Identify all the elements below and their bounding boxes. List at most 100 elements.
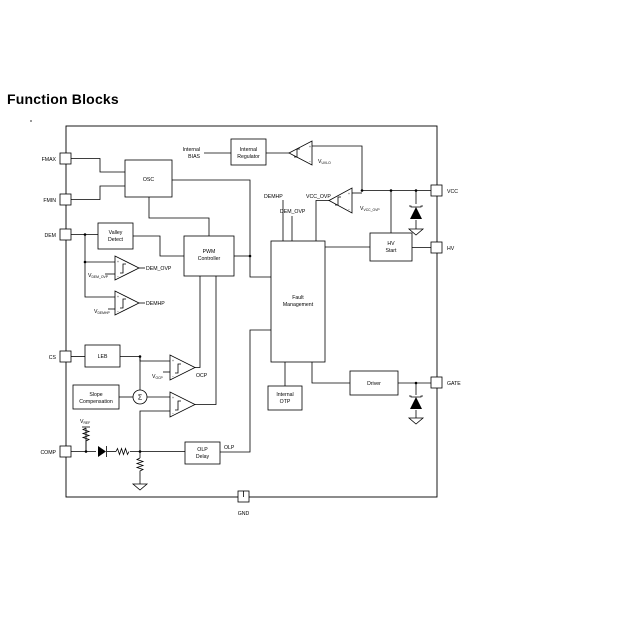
- pin-dem-box: [59, 228, 72, 241]
- dem-ovp-comparator: + −: [114, 255, 140, 281]
- pin-fmin-box: [59, 193, 72, 206]
- driver-label: Driver: [367, 381, 381, 387]
- junctions: [83, 189, 418, 453]
- svg-text:VUVLO: VUVLO: [318, 159, 331, 165]
- pin-dem-label: DEM: [44, 233, 56, 239]
- svg-text:−: −: [172, 375, 174, 379]
- pin-fmax-box: [59, 152, 72, 165]
- svg-text:VOCP: VOCP: [152, 374, 164, 380]
- vcc-ovp-signal: VCC_OVP: [306, 194, 331, 200]
- vref-ref: VREF: [80, 419, 90, 425]
- svg-text:+: +: [117, 260, 119, 264]
- demhp-comparator: + −: [114, 290, 140, 316]
- internal-bias-line2: BIAS: [188, 154, 200, 160]
- internal-regulator-line1: Internal: [240, 147, 257, 153]
- pwm-controller-line1: PWM: [203, 249, 216, 255]
- internal-otp-block: [267, 385, 303, 411]
- svg-text:VDEM_OVP: VDEM_OVP: [88, 273, 109, 279]
- hv-start-line2: Start: [386, 248, 398, 254]
- pin-fmin-label: FMIN: [43, 198, 56, 204]
- slope-compensation-line2: Compensation: [79, 399, 113, 405]
- pin-cs: CS: [49, 350, 72, 363]
- valley-detect-line2: Detect: [108, 237, 124, 243]
- slope-compensation-line1: Slope: [89, 392, 102, 398]
- chip-boundary: [65, 125, 438, 498]
- uvlo-comparator: + −: [288, 140, 313, 166]
- pin-gate-label: GATE: [447, 381, 461, 387]
- pin-gate-box: [430, 376, 443, 389]
- pin-hv: HV: [430, 241, 455, 254]
- leb-label: LEB: [98, 354, 108, 360]
- valley-detect-line1: Valley: [109, 230, 123, 236]
- pin-vcc-box: [430, 184, 443, 197]
- svg-text:−: −: [117, 275, 119, 279]
- svg-text:−: −: [309, 160, 311, 164]
- dem-ovp-top-signal: DEM_OVP: [280, 209, 306, 215]
- svg-text:+: +: [172, 396, 174, 400]
- olp-delay-line1: OLP: [197, 447, 208, 453]
- vdemhp-ref: VDEMHP: [94, 309, 110, 315]
- hv-start-line1: HV: [387, 241, 395, 247]
- comp-ground-icon: [131, 483, 149, 491]
- dem-ovp-signal: DEM_OVP: [146, 266, 172, 272]
- demhp-signal: DEMHP: [146, 301, 165, 307]
- pin-vcc: VCC: [430, 184, 458, 197]
- osc-label: OSC: [143, 177, 154, 183]
- internal-regulator-line2: Regulator: [237, 154, 260, 160]
- svg-text:+: +: [117, 295, 119, 299]
- pin-dem: DEM: [44, 228, 72, 241]
- gate-zener-diode: [409, 395, 423, 409]
- internal-otp-line2: OTP: [280, 399, 291, 405]
- valley-detect-block: [97, 222, 134, 250]
- ocp-comparator: + −: [169, 354, 196, 381]
- svg-text:−: −: [117, 310, 119, 314]
- fault-management-line2: Management: [283, 302, 314, 308]
- vcc-zener-diode: [409, 205, 423, 219]
- pin-comp: COMP: [40, 445, 72, 458]
- pwm-comparator: + −: [169, 391, 196, 418]
- svg-text:+: +: [172, 359, 174, 363]
- pin-fmax-label: FMAX: [42, 157, 57, 163]
- svg-text:−: −: [172, 412, 174, 416]
- osc-block: [124, 159, 173, 198]
- svg-text:+: +: [309, 145, 311, 149]
- svg-text:−: −: [348, 208, 350, 212]
- svg-text:VVCC_OVP: VVCC_OVP: [360, 206, 380, 212]
- pin-fmax: FMAX: [42, 152, 72, 165]
- pin-cs-box: [59, 350, 72, 363]
- pin-vcc-label: VCC: [447, 189, 458, 195]
- fault-management-line1: Fault: [292, 295, 304, 301]
- olp-delay-block: [184, 441, 221, 465]
- vcc-ovp-comparator: + −: [328, 187, 353, 214]
- internal-otp-line1: Internal: [276, 392, 293, 398]
- pin-hv-box: [430, 241, 443, 254]
- pin-gnd-label: GND: [238, 511, 250, 517]
- comp-divider-resistor: [135, 457, 145, 476]
- svg-text:+: +: [348, 192, 350, 196]
- pin-comp-box: [59, 445, 72, 458]
- comp-series-resistor: [115, 447, 130, 456]
- gate-ground-icon: [407, 417, 425, 425]
- vvcc-ovp-ref: VVCC_OVP: [360, 206, 380, 212]
- wires: [71, 145, 431, 497]
- vuvlo-ref: VUVLO: [318, 159, 331, 165]
- pin-fmin: FMIN: [43, 193, 72, 206]
- svg-text:VDEMHP: VDEMHP: [94, 309, 110, 315]
- demhp-top-signal: DEMHP: [264, 194, 283, 200]
- pin-comp-label: COMP: [40, 450, 56, 456]
- pin-cs-label: CS: [49, 355, 57, 361]
- pwm-controller-line2: Controller: [198, 256, 221, 262]
- vocp-ref: VOCP: [152, 374, 164, 380]
- ocp-signal: OCP: [196, 373, 208, 379]
- pin-hv-label: HV: [447, 246, 455, 252]
- vdem-ovp-ref: VDEM_OVP: [88, 273, 109, 279]
- olp-delay-line2: Delay: [196, 454, 210, 460]
- fault-management-block: [270, 240, 326, 363]
- svg-text:VREF: VREF: [80, 419, 90, 425]
- page-title: Function Blocks: [7, 91, 119, 107]
- leb-block: [84, 344, 121, 368]
- internal-regulator-block: [230, 138, 267, 166]
- driver-block: [349, 370, 399, 396]
- comp-pullup-resistor: [81, 427, 91, 452]
